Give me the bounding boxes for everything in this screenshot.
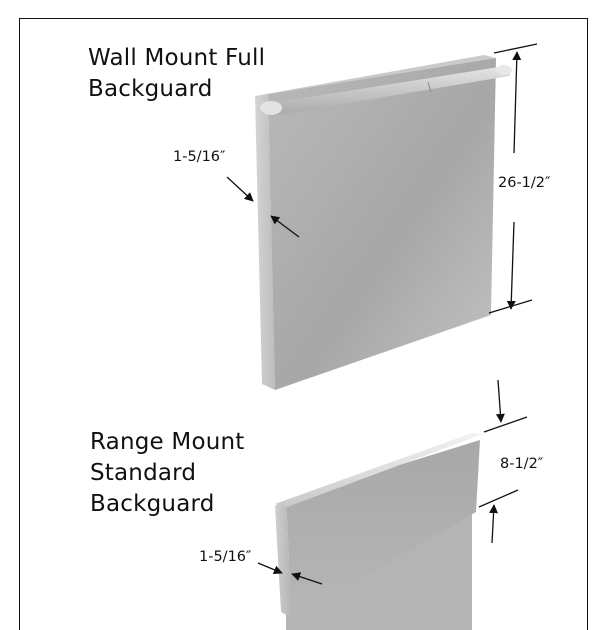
wall-panel-face <box>268 58 496 390</box>
wall-height-dimension <box>488 43 538 314</box>
range-depth-outer-arrow <box>257 562 283 575</box>
range-depth-inner-arrow <box>291 572 323 585</box>
range-height-top-arrow <box>495 379 505 423</box>
wall-depth-label: 1-5/16″ <box>173 149 226 165</box>
range-backguard-title-line3: Backguard <box>90 491 215 517</box>
range-depth-label: 1-5/16″ <box>199 549 252 565</box>
wall-backguard-title-line1: Wall Mount Full <box>88 45 266 71</box>
wall-mount-backguard-panel <box>255 55 512 390</box>
wall-height-upper-arrow <box>512 51 522 154</box>
wall-height-top-extension <box>493 43 538 54</box>
range-height-bottom-arrow <box>489 504 499 544</box>
range-height-top-extension <box>483 416 528 433</box>
wall-panel-side <box>255 94 275 390</box>
wall-shelf-bar <box>260 66 512 116</box>
wall-depth-dimension <box>226 176 300 238</box>
wall-depth-outer-arrow <box>226 176 254 202</box>
range-height-bottom-extension <box>478 489 519 508</box>
range-mount-backguard-panel <box>275 433 483 630</box>
range-backguard-title-line1: Range Mount <box>90 429 245 455</box>
range-height-label: 8-1/2″ <box>500 456 544 472</box>
range-panel-top-cap <box>275 433 483 507</box>
range-height-dimension <box>478 379 528 544</box>
range-panel-face <box>286 440 480 618</box>
range-panel-lower-body <box>286 512 472 630</box>
wall-shelf-joint <box>427 81 432 93</box>
range-depth-dimension <box>257 562 323 585</box>
range-panel-side <box>275 500 292 618</box>
wall-panel-top-edge <box>255 55 496 96</box>
wall-backguard-title-line2: Backguard <box>88 76 213 102</box>
wall-depth-inner-arrow <box>270 215 300 238</box>
range-backguard-title-line2: Standard <box>90 460 197 486</box>
wall-height-lower-arrow <box>506 221 516 310</box>
wall-shelf-left-end <box>260 101 282 115</box>
wall-shelf-right-end <box>496 65 512 75</box>
diagram-frame <box>19 18 588 630</box>
wall-height-label: 26-1/2″ <box>498 175 551 191</box>
